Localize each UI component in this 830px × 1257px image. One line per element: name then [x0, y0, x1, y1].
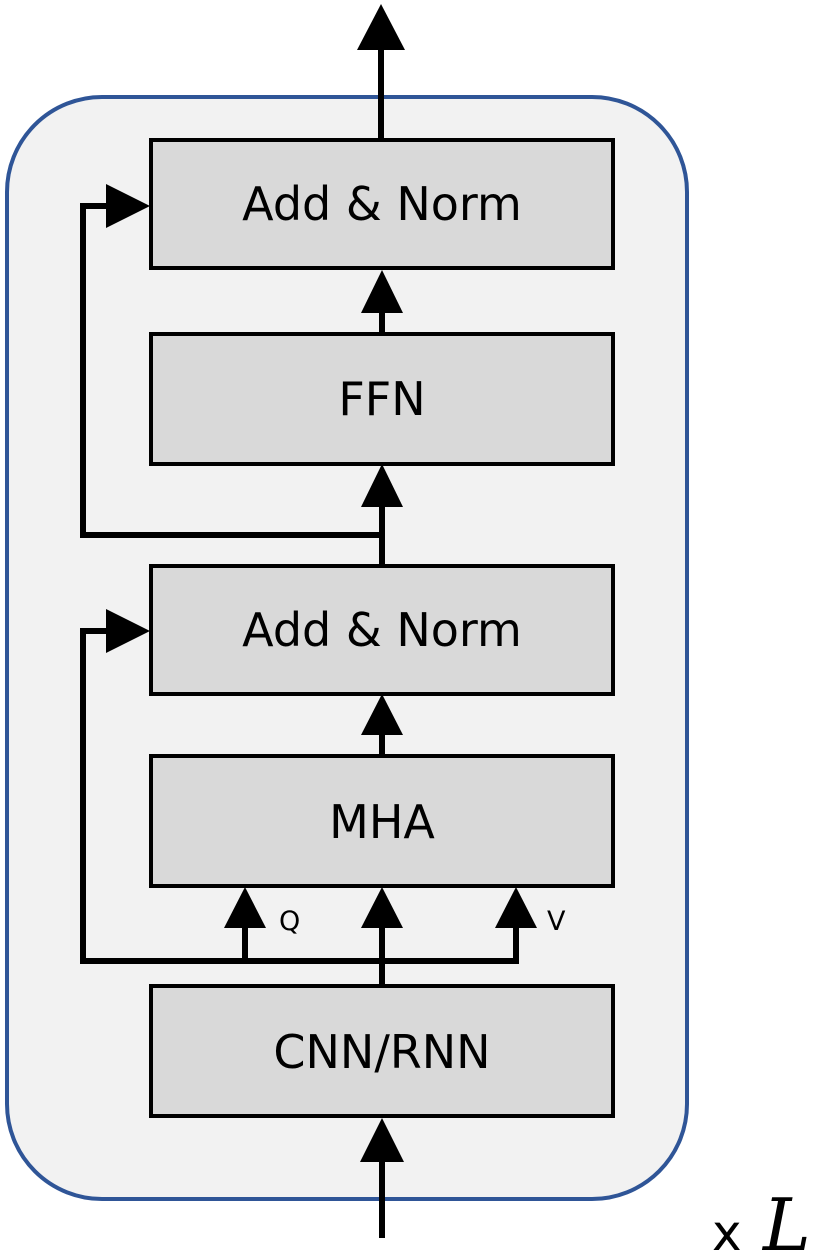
repeat-prefix: x — [712, 1204, 742, 1257]
mha-label: MHA — [329, 795, 435, 849]
ffn-label: FFN — [338, 372, 425, 426]
add-norm-top-label: Add & Norm — [242, 177, 522, 231]
ffn-to-addnorm-arrowhead — [361, 270, 403, 313]
input-arrowhead — [360, 1118, 404, 1162]
residual-1-arrowhead — [106, 609, 150, 653]
query-port-label: Q — [279, 906, 300, 937]
residual-2-line — [80, 203, 382, 538]
residual-2-arrowhead — [106, 184, 150, 228]
mha-block: MHA — [149, 754, 615, 888]
k-arrowhead — [361, 887, 403, 928]
arrowheads — [106, 4, 537, 1162]
add-norm-bottom-block: Add & Norm — [149, 564, 615, 696]
cnn-rnn-block: CNN/RNN — [149, 984, 615, 1118]
ffn-block: FFN — [149, 332, 615, 466]
addnorm-to-ffn-arrowhead — [361, 464, 403, 507]
mha-to-addnorm-arrowhead — [361, 694, 403, 735]
value-port-label: V — [547, 906, 566, 937]
cnn-rnn-label: CNN/RNN — [273, 1025, 490, 1079]
connector-lines — [80, 45, 519, 1238]
add-norm-bottom-label: Add & Norm — [242, 603, 522, 657]
repeat-symbol: L — [761, 1183, 811, 1257]
q-arrowhead — [224, 887, 266, 928]
residual-1-line — [80, 628, 108, 961]
output-arrowhead — [357, 4, 405, 50]
v-arrowhead — [495, 887, 537, 928]
add-norm-top-block: Add & Norm — [149, 138, 615, 270]
